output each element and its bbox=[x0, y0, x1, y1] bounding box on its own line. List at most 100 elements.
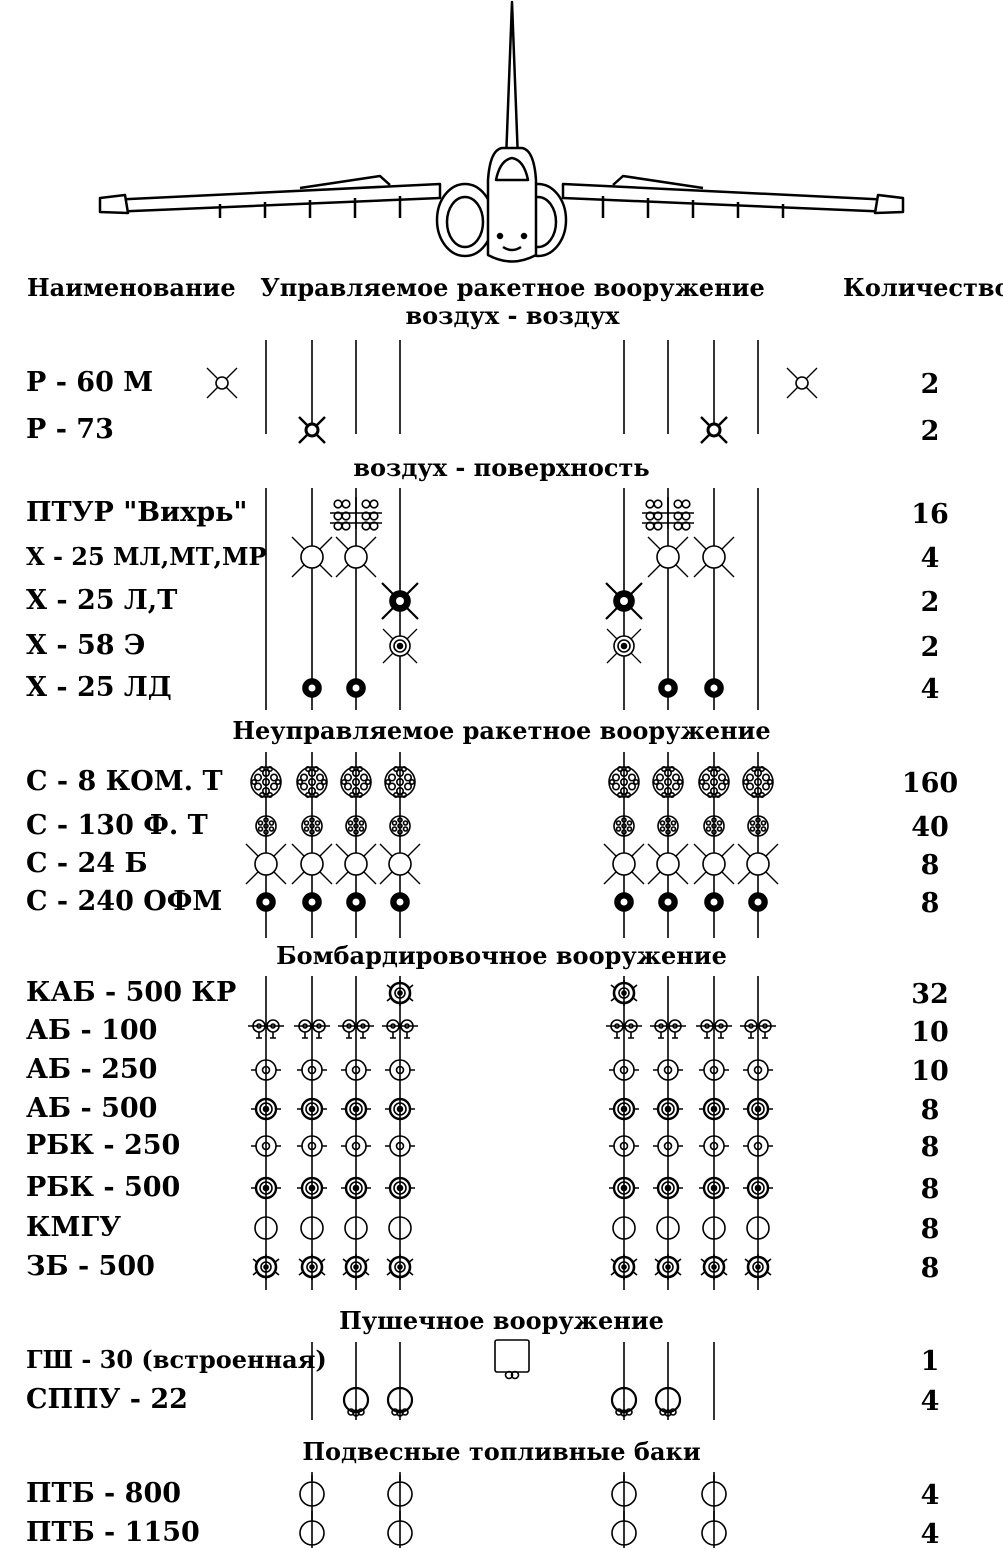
open-circle-icon bbox=[344, 1216, 368, 1240]
cross-small-icon bbox=[786, 367, 818, 399]
gun-pod-icon bbox=[386, 1386, 414, 1417]
weapon-quantity: 8 bbox=[920, 1174, 940, 1205]
weapon-name: ЗБ - 500 bbox=[26, 1251, 155, 1282]
black-dot-icon bbox=[346, 892, 366, 912]
pod-small-icon bbox=[747, 815, 769, 837]
cross-large-icon bbox=[603, 843, 645, 885]
weapon-name: Х - 25 ЛД bbox=[26, 672, 172, 703]
bomb-dark-icon bbox=[297, 1176, 327, 1200]
bomb-light-icon bbox=[653, 1135, 683, 1157]
black-dot-icon bbox=[748, 892, 768, 912]
weapon-name: КАБ - 500 КР bbox=[26, 977, 237, 1008]
cross-target-icon bbox=[606, 628, 642, 664]
cross-dark-small-icon bbox=[298, 416, 326, 444]
weapon-quantity: 8 bbox=[920, 1214, 940, 1245]
pod-large-icon bbox=[698, 766, 730, 799]
bomb-light-icon bbox=[385, 1059, 415, 1081]
pod-large-icon bbox=[652, 766, 684, 799]
bomb-finned-icon bbox=[386, 1254, 414, 1280]
weapon-name: С - 8 КОМ. Т bbox=[26, 766, 223, 797]
header-quantity: Количество bbox=[843, 273, 1003, 302]
weapon-quantity: 32 bbox=[911, 979, 949, 1010]
weapon-name: ПТБ - 800 bbox=[26, 1478, 182, 1509]
bomb-dark-icon bbox=[385, 1176, 415, 1200]
gun-pod-icon bbox=[610, 1386, 638, 1417]
weapon-quantity: 2 bbox=[920, 632, 940, 663]
bomb-finned-icon bbox=[298, 1254, 326, 1280]
tank-circle-icon bbox=[387, 1472, 413, 1507]
cross-large-icon bbox=[693, 843, 735, 885]
black-dot-icon bbox=[614, 892, 634, 912]
bomb-dark-icon bbox=[251, 1176, 281, 1200]
gun-box-icon bbox=[494, 1339, 530, 1380]
bomb-dark-icon bbox=[699, 1176, 729, 1200]
weapon-quantity: 40 bbox=[911, 812, 949, 843]
gun-pod-icon bbox=[342, 1386, 370, 1417]
weapon-name: Х - 58 Э bbox=[26, 630, 146, 661]
weapon-name: Х - 25 МЛ,МТ,МР bbox=[26, 542, 267, 571]
weapon-name: С - 240 ОФМ bbox=[26, 886, 223, 917]
bomb-light-icon bbox=[609, 1059, 639, 1081]
black-dot-icon bbox=[302, 678, 322, 698]
bomb-light-icon bbox=[743, 1135, 773, 1157]
weapon-name: ГШ - 30 (встроенная) bbox=[26, 1345, 327, 1374]
bomb-light-icon bbox=[743, 1059, 773, 1081]
weapon-name: Р - 73 bbox=[26, 414, 114, 445]
section-title: Подвесные топливные баки bbox=[302, 1437, 701, 1466]
pod-large-icon bbox=[742, 766, 774, 799]
section-title: воздух - поверхность bbox=[353, 453, 650, 482]
header-weapons: Управляемое ракетное вооружение bbox=[260, 273, 765, 302]
weapon-quantity: 2 bbox=[920, 416, 940, 447]
black-dot-icon bbox=[390, 892, 410, 912]
weapon-quantity: 4 bbox=[920, 1480, 940, 1511]
pod-small-icon bbox=[613, 815, 635, 837]
cross-large-icon bbox=[737, 843, 779, 885]
weapon-name: ПТБ - 1150 bbox=[26, 1517, 200, 1548]
weapon-quantity: 1 bbox=[920, 1346, 940, 1377]
weapon-name: Р - 60 М bbox=[26, 367, 154, 398]
weapon-quantity: 8 bbox=[920, 888, 940, 919]
tank-circle-icon bbox=[611, 1472, 637, 1507]
cross-large-icon bbox=[291, 843, 333, 885]
cross-large-icon bbox=[647, 536, 689, 578]
cross-bold-icon bbox=[605, 582, 643, 620]
weapon-quantity: 10 bbox=[911, 1017, 949, 1048]
bomb-dark-icon bbox=[297, 1097, 327, 1121]
pod-large-icon bbox=[340, 766, 372, 799]
open-circle-icon bbox=[388, 1216, 412, 1240]
weapon-name: АБ - 500 bbox=[26, 1093, 158, 1124]
pod-small-icon bbox=[657, 815, 679, 837]
tank-circle-icon bbox=[299, 1472, 325, 1507]
cross-dark-small-icon bbox=[700, 416, 728, 444]
bomb-light-icon bbox=[341, 1135, 371, 1157]
bomb-light-icon bbox=[251, 1135, 281, 1157]
bomb-pair-icon bbox=[650, 1019, 686, 1039]
weapon-name: АБ - 250 bbox=[26, 1054, 158, 1085]
tank-circle-icon bbox=[299, 1511, 325, 1546]
weapon-quantity: 8 bbox=[920, 1132, 940, 1163]
bomb-dark-icon bbox=[743, 1097, 773, 1121]
gun-pod-icon bbox=[654, 1386, 682, 1417]
bomb-pair-icon bbox=[740, 1019, 776, 1039]
weapon-markers bbox=[206, 367, 818, 1546]
header-weapons-subtitle: воздух - воздух bbox=[405, 301, 620, 330]
bomb-dark-icon bbox=[385, 1097, 415, 1121]
atgm-rack-icon bbox=[642, 497, 694, 531]
pod-large-icon bbox=[608, 766, 640, 799]
bomb-pair-icon bbox=[696, 1019, 732, 1039]
bomb-light-icon bbox=[341, 1059, 371, 1081]
pod-small-icon bbox=[255, 815, 277, 837]
weapon-name: РБК - 500 bbox=[26, 1172, 181, 1203]
weapon-quantity: 4 bbox=[920, 1519, 940, 1550]
black-dot-icon bbox=[704, 892, 724, 912]
section-title: Пушечное вооружение bbox=[339, 1306, 664, 1335]
weapon-quantity: 8 bbox=[920, 1253, 940, 1284]
weapon-name: КМГУ bbox=[26, 1212, 122, 1243]
weapon-name: С - 130 Ф. Т bbox=[26, 810, 208, 841]
pod-large-icon bbox=[296, 766, 328, 799]
open-circle-icon bbox=[612, 1216, 636, 1240]
tank-circle-icon bbox=[611, 1511, 637, 1546]
bomb-light-icon bbox=[609, 1135, 639, 1157]
